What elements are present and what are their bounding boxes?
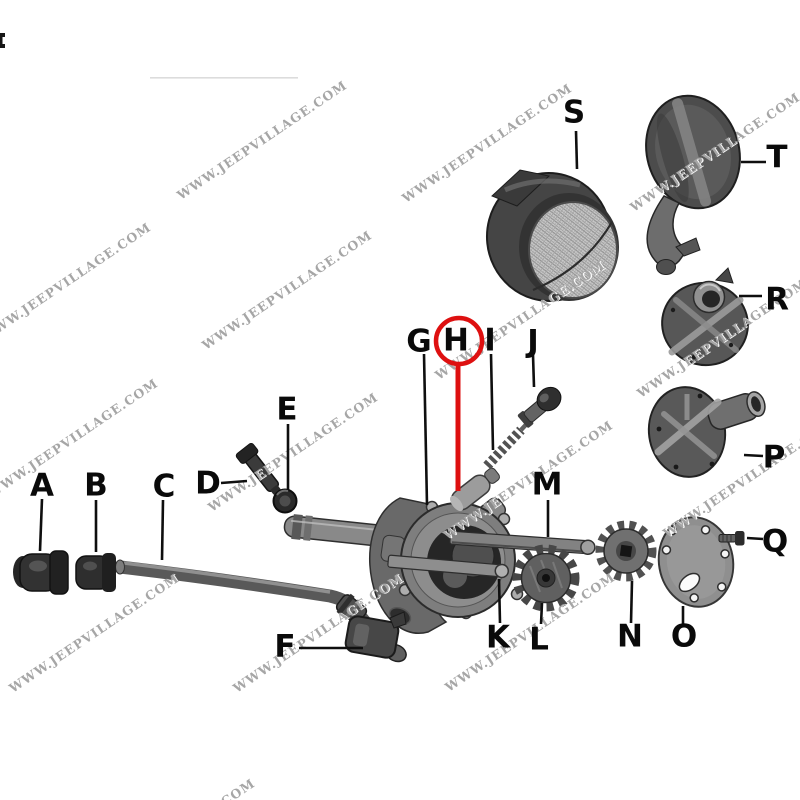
part-label-J: J bbox=[527, 323, 539, 360]
part-plug-B bbox=[75, 553, 116, 592]
part-label-C: C bbox=[152, 468, 176, 505]
part-label-R: R bbox=[765, 281, 789, 318]
part-cover-P bbox=[647, 386, 766, 478]
part-label-L: L bbox=[529, 621, 549, 658]
part-label-F: F bbox=[274, 628, 296, 665]
watermark-text: WWW.JEEPVILLAGE.COM bbox=[432, 257, 608, 383]
part-shaft-K bbox=[387, 554, 510, 579]
part-shaft-M bbox=[449, 530, 596, 555]
watermark-text: WWW.JEEPVILLAGE.COM bbox=[627, 89, 800, 215]
part-label-P: P bbox=[762, 439, 786, 476]
part-label-E: E bbox=[276, 391, 298, 428]
leader-lines bbox=[38, 130, 766, 650]
part-label-K: K bbox=[485, 619, 511, 656]
watermark-text: WWW.JEEPVILLAGE.COM bbox=[0, 219, 154, 345]
watermark-text: WWW.JEEPVILLAGE.COM bbox=[174, 77, 350, 203]
part-label-G: G bbox=[406, 323, 432, 360]
watermark-text: WWW.JEEPVILLAGE.COM bbox=[199, 227, 375, 353]
leader-line-G bbox=[422, 353, 429, 506]
watermark-text: WWW.JEEPVILLAGE.COM bbox=[82, 775, 258, 800]
leader-line-L bbox=[539, 602, 544, 625]
part-strainer-S bbox=[485, 169, 619, 302]
leader-line-Q bbox=[746, 536, 764, 541]
part-bolt-D bbox=[235, 442, 281, 495]
leader-line-D bbox=[220, 479, 248, 485]
part-screw-Q bbox=[718, 531, 745, 546]
part-nut-E bbox=[272, 488, 298, 514]
watermark-text: WWW.JEEPVILLAGE.COM bbox=[440, 417, 616, 543]
watermark-text: WWW.JEEPVILLAGE.COM bbox=[205, 389, 381, 515]
part-label-I: I bbox=[484, 322, 496, 359]
leader-line-A bbox=[38, 498, 44, 552]
leader-line-N bbox=[629, 580, 634, 624]
leader-line-I bbox=[489, 353, 495, 451]
part-label-D: D bbox=[195, 465, 221, 502]
watermark-text: WWW.JEEPVILLAGE.COM bbox=[6, 570, 182, 696]
part-gear-N bbox=[595, 520, 657, 582]
part-label-S: S bbox=[562, 94, 586, 131]
leader-line-S bbox=[574, 130, 579, 170]
leader-line-C bbox=[160, 499, 165, 561]
part-plug-A bbox=[13, 550, 69, 595]
watermark-text: WWW.JEEPVILLAGE.COM bbox=[442, 569, 618, 695]
highlight-circle-H bbox=[433, 315, 485, 367]
watermark-text: WWW.JEEPVILLAGE.COM bbox=[399, 80, 575, 206]
watermark-text: WWW.JEEPVILLAGE.COM bbox=[230, 570, 406, 696]
part-label-M: M bbox=[531, 466, 563, 503]
part-label-O: O bbox=[670, 618, 698, 655]
leader-line-P bbox=[743, 453, 764, 458]
watermark-text: WWW.JEEPVILLAGE.COM bbox=[634, 275, 800, 401]
highlight-annotation bbox=[433, 315, 485, 491]
scan-line-artifact bbox=[150, 77, 298, 79]
part-drive-tube bbox=[283, 514, 397, 548]
part-label-N: N bbox=[617, 618, 643, 655]
watermark-text: WWW.JEEPVILLAGE.COM bbox=[660, 415, 800, 541]
part-label-Q: Q bbox=[761, 523, 789, 560]
part-cover-R bbox=[661, 267, 749, 367]
leader-line-K bbox=[497, 578, 502, 624]
part-float-T bbox=[645, 94, 741, 275]
part-elbow-fitting-F bbox=[335, 593, 407, 663]
part-pump-body-G bbox=[369, 497, 524, 634]
part-label-A: A bbox=[30, 467, 54, 504]
leader-line-J bbox=[531, 354, 536, 388]
part-label-B: B bbox=[84, 467, 108, 504]
part-valve-retainer-J bbox=[517, 386, 562, 428]
part-label-H: H bbox=[443, 322, 469, 359]
watermark-text: WWW.JEEPVILLAGE.COM bbox=[0, 375, 161, 501]
part-label-T: T bbox=[766, 139, 788, 176]
part-spring-I bbox=[483, 413, 537, 470]
part-plunger-H bbox=[450, 467, 500, 512]
part-oil-line-rod-C bbox=[113, 559, 373, 630]
scan-corner-mark bbox=[0, 33, 5, 48]
part-gear-L bbox=[512, 544, 580, 612]
part-cover-plate-O bbox=[657, 516, 735, 608]
